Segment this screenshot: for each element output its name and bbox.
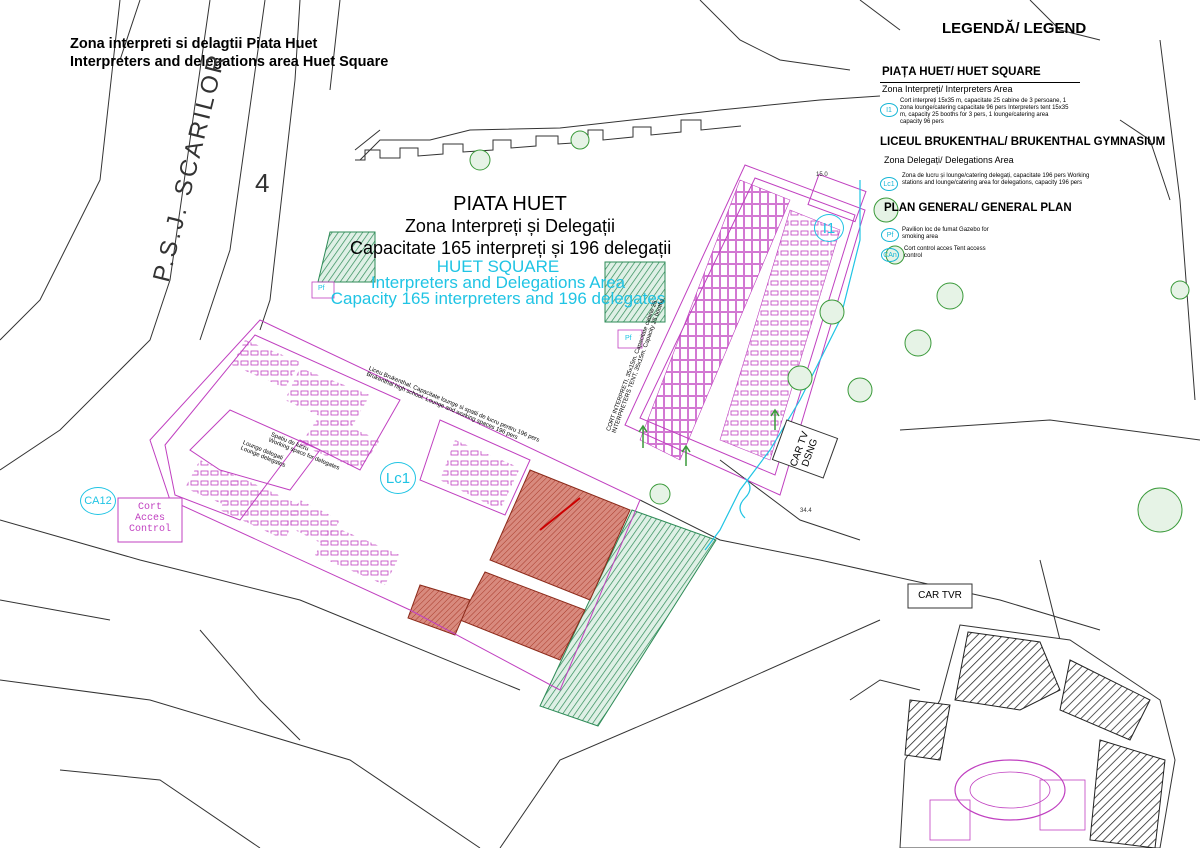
legend-lc1-mark: Lc1: [880, 177, 898, 191]
building-complex: [899, 624, 1176, 848]
center-title-en-line3: Capacity 165 interpreters and 196 delega…: [330, 289, 666, 308]
center-title-en-line2: Interpreters and Delegations Area: [370, 273, 626, 292]
street-number: 4: [255, 168, 270, 198]
legend-section-huet: PIAȚA HUET/ HUET SQUARE: [882, 66, 1041, 78]
cort-acces-line3: Control: [128, 524, 171, 535]
i1-marker: I1: [814, 214, 844, 242]
boundary-wall: [355, 119, 742, 161]
legend-pf-text: Pavilion loc de fumat Gazebo for smoking…: [902, 227, 989, 240]
green-zone-large: [539, 509, 717, 727]
car-tv-dsng-box: [771, 419, 839, 479]
smoke-mark-middle: Pf: [625, 335, 632, 342]
center-title-ro-line1: PIATA HUET: [453, 193, 567, 215]
car-tvr-label: CAR TVR: [918, 590, 962, 601]
legend-section-brukenthal: LICEUL BRUKENTHAL/ BRUKENTHAL GYMNASIUM: [880, 136, 1166, 148]
legend-ca-text: Cort control acces Tent access control: [904, 246, 986, 259]
legend-section-brukenthal-sub: Zona Delegați/ Delegations Area: [884, 155, 1014, 165]
legend-ca-mark: CAn: [881, 248, 899, 262]
cort-acces-box: [117, 497, 183, 543]
legend-title: LEGENDĂ/ LEGEND: [942, 20, 1087, 37]
cort-acces-label: Cort Acces Control: [120, 502, 180, 535]
center-title-ro-line3: Capacitate 165 interpreți și 196 delegaț…: [350, 238, 672, 258]
green-zone-left: [317, 231, 376, 283]
legend-section-general: PLAN GENERAL/ GENERAL PLAN: [884, 202, 1072, 214]
legend-i1-text: Cort interpreți 15x35 m, capacitate 25 c…: [900, 98, 1069, 125]
ca12-marker: CA12: [80, 487, 116, 515]
legend-divider: [880, 82, 1080, 83]
smoke-mark-left: Pf: [318, 285, 325, 292]
cort-acces-line1: Cort: [137, 502, 162, 513]
car-tvr-box: [907, 583, 973, 609]
center-title-en: HUET SQUARE Interpreters and Delegations…: [328, 257, 668, 308]
header-title-en: Interpreters and delegations area Huet S…: [70, 54, 389, 70]
legend-lc1-text: Zona de lucru și lounge/catering delegaț…: [902, 173, 1090, 186]
header-title-ro: Zona interpreti si delagtii Piata Huet: [70, 36, 318, 52]
dim-344: 34.4: [800, 508, 812, 514]
smoke-area-middle: [617, 329, 643, 349]
tent-booths: [639, 179, 841, 461]
center-title-ro-line2: Zona Interpreți și Delegații: [404, 216, 616, 236]
trees: [469, 130, 1190, 533]
smoke-area-left: [311, 281, 335, 299]
green-zone-middle: [604, 261, 666, 323]
dim-15: 15.0: [816, 172, 828, 178]
green-arrows: [638, 408, 780, 466]
lc1-marker: Lc1: [380, 462, 416, 494]
legend-i1-mark: I1: [880, 103, 898, 117]
school-seating: [185, 340, 520, 585]
center-title-en-line1: HUET SQUARE: [436, 257, 560, 276]
legend-pf-mark: Pf: [881, 228, 899, 242]
cort-acces-line2: Acces: [134, 513, 165, 524]
red-zones: [407, 469, 631, 661]
center-title-ro: PIATA HUET Zona Interpreți și Delegații …: [350, 193, 672, 259]
legend-section-huet-sub: Zona Interpreți/ Interpreters Area: [882, 84, 1013, 94]
